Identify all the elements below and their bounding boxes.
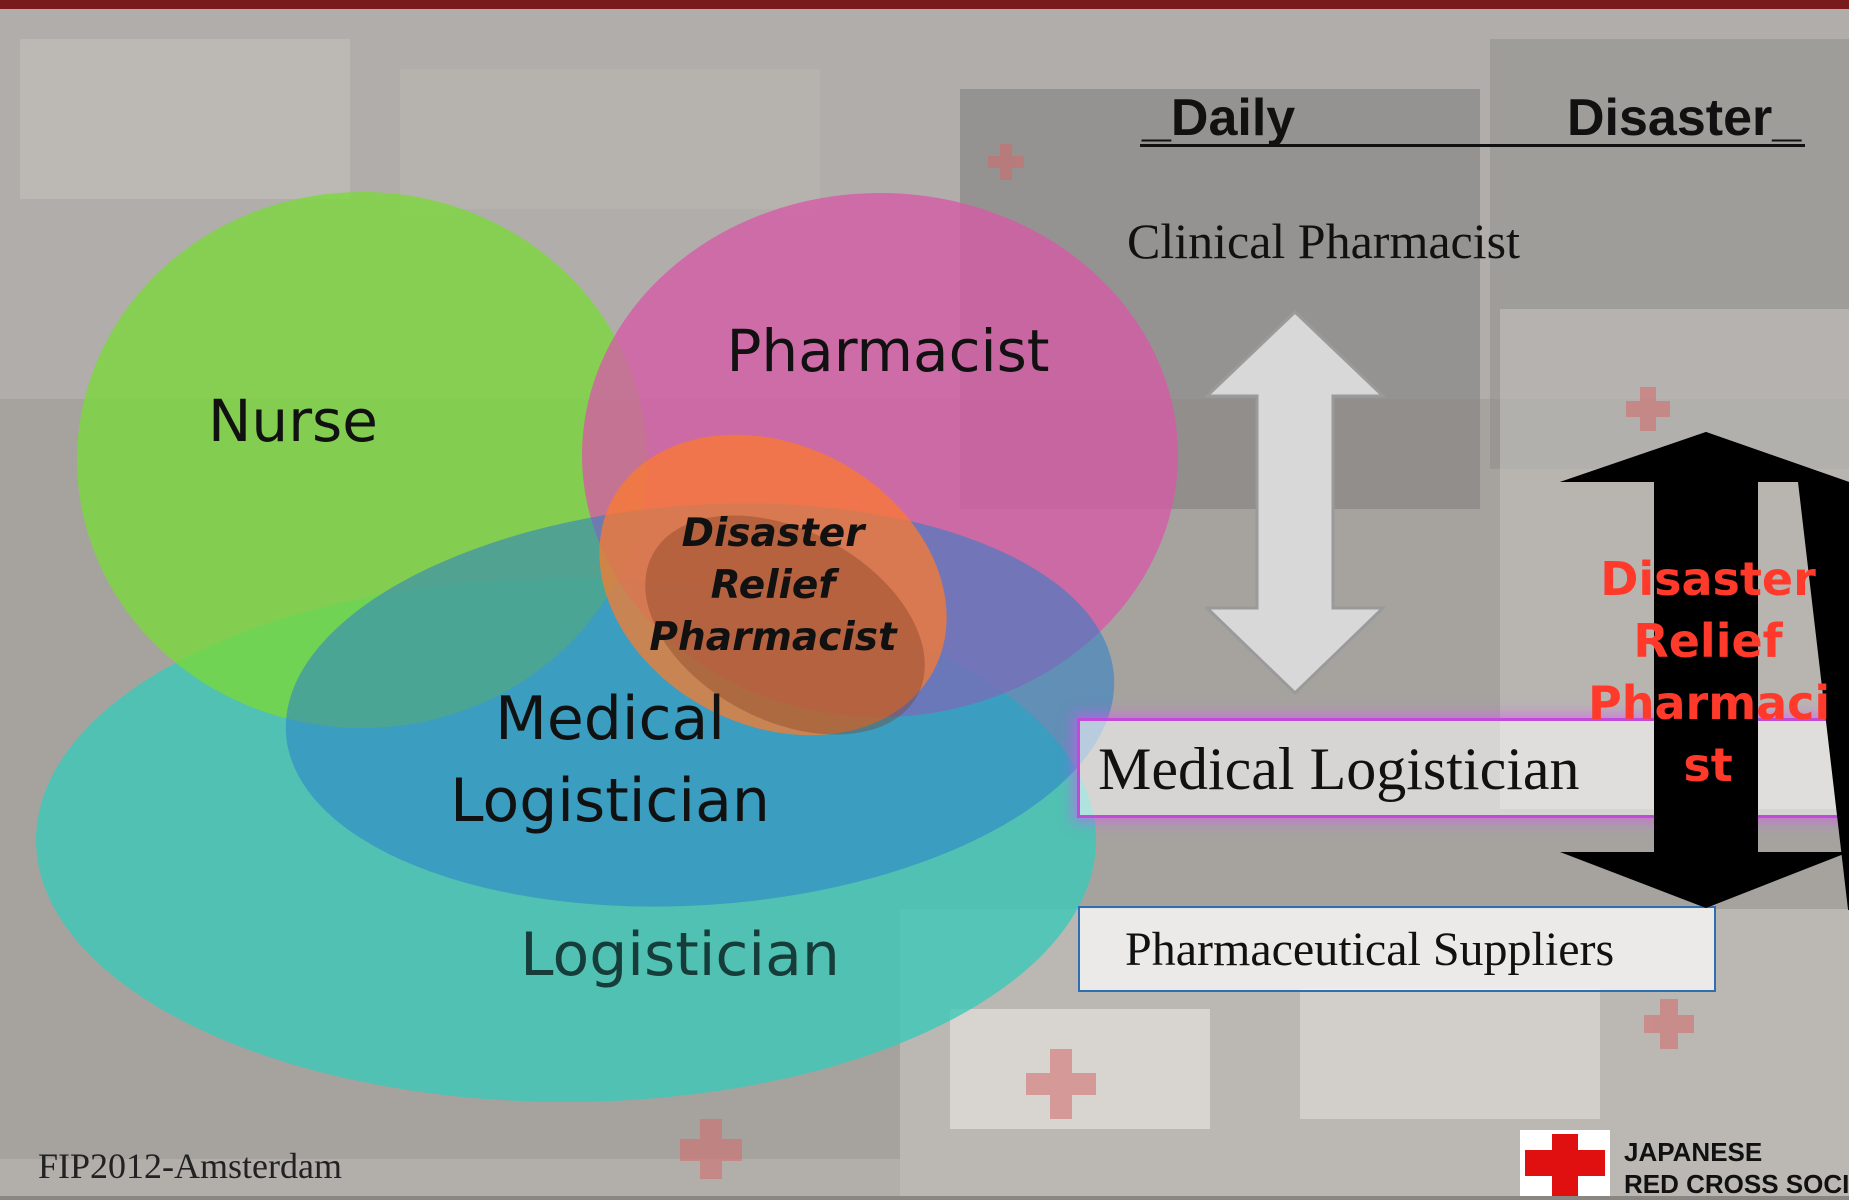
event-label: FIP2012-Amsterdam bbox=[38, 1146, 342, 1186]
disaster-relief-pharmacist-role-label: Disaster Relief Pharmaci st bbox=[1588, 552, 1831, 792]
disaster-relief-pharmacist-label: Disaster Relief Pharmacist bbox=[649, 511, 897, 660]
disaster-heading: Disaster_ bbox=[1567, 89, 1802, 147]
heading-underline bbox=[1140, 144, 1805, 147]
daily-heading: _Daily bbox=[1142, 89, 1296, 147]
double-arrow-gray bbox=[1205, 310, 1385, 695]
logo-line-1: JAPANESE bbox=[1624, 1137, 1763, 1167]
top-accent-bar bbox=[0, 0, 1849, 9]
logo-text: JAPANESE RED CROSS SOCIETY bbox=[1624, 1136, 1849, 1200]
disaster-relief-pharmacist-circle bbox=[599, 434, 947, 736]
medical-logistician-label: Medical Logistician bbox=[450, 684, 770, 836]
red-cross-icon bbox=[1520, 1130, 1610, 1196]
nurse-label: Nurse bbox=[208, 387, 378, 456]
japanese-red-cross-logo: JAPANESE RED CROSS SOCIETY bbox=[1520, 1130, 1849, 1199]
logo-line-2: RED CROSS SOCIETY bbox=[1624, 1169, 1849, 1199]
logistician-label: Logistician bbox=[520, 920, 840, 990]
pharmacist-label: Pharmacist bbox=[726, 317, 1050, 386]
medical-logistician-role-label: Medical Logistician bbox=[1098, 736, 1580, 802]
pharmaceutical-suppliers-label: Pharmaceutical Suppliers bbox=[1125, 923, 1615, 976]
pharmaceutical-suppliers-box bbox=[1078, 906, 1716, 992]
clinical-pharmacist-label: Clinical Pharmacist bbox=[1127, 213, 1520, 269]
double-arrow-black bbox=[1560, 432, 1849, 910]
